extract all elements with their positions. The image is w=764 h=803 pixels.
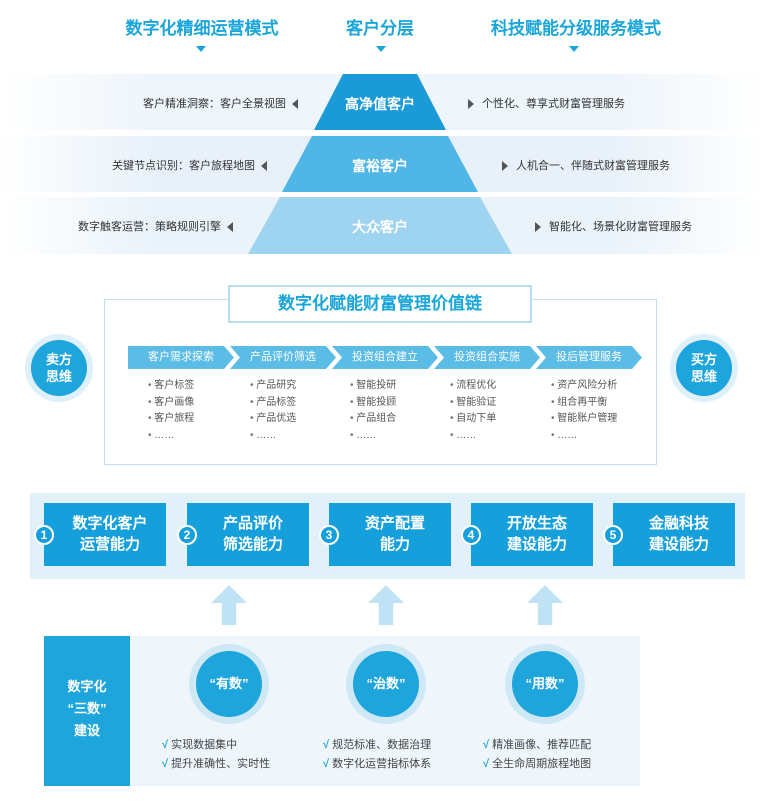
tier-left-note: 关键节点识别：客户旅程地图 bbox=[112, 157, 267, 173]
header-arrow-icon bbox=[376, 46, 386, 52]
up-arrow-icon bbox=[368, 585, 404, 625]
tier-right-text: 智能化、场景化财富管理服务 bbox=[549, 221, 692, 233]
pointer-right-icon bbox=[468, 99, 474, 110]
tier-label-affluent: 富裕客户 bbox=[352, 158, 408, 174]
stage-product-screening: 产品评价筛选 bbox=[230, 346, 336, 369]
tier-right-note: 智能化、场景化财富管理服务 bbox=[535, 218, 692, 234]
pointer-left-icon bbox=[227, 222, 233, 233]
capability-product-screening: 产品评价 筛选能力 bbox=[187, 503, 309, 566]
tier-right-text: 人机合一、伴随式财富管理服务 bbox=[516, 160, 670, 172]
list-item: …… bbox=[551, 428, 617, 445]
list-item: 产品标签 bbox=[250, 395, 296, 412]
value-chain-title: 数字化赋能财富管理价值链 bbox=[228, 285, 532, 323]
list-item: 智能投研 bbox=[350, 378, 396, 395]
stage-customer-needs: 客户需求探索 bbox=[128, 346, 234, 369]
stage-items-list: 客户标签 客户画像 客户旅程 …… bbox=[148, 378, 194, 444]
list-item: …… bbox=[250, 428, 296, 445]
list-item: 智能账户管理 bbox=[551, 411, 617, 428]
list-item: 智能验证 bbox=[450, 395, 496, 412]
capability-open-ecosystem: 开放生态 建设能力 bbox=[471, 503, 593, 566]
seller-thinking-badge: 卖方 思维 bbox=[31, 340, 87, 396]
stage-items-list: 资产风险分析 组合再平衡 智能账户管理 …… bbox=[551, 378, 617, 444]
list-item: 实现数据集中 bbox=[162, 736, 270, 755]
list-item: 客户标签 bbox=[148, 378, 194, 395]
list-item: 全生命周期旅程地图 bbox=[483, 755, 591, 774]
capability-fintech: 金融科技 建设能力 bbox=[613, 503, 735, 566]
list-item: 流程优化 bbox=[450, 378, 496, 395]
tier-right-note: 个性化、尊享式财富管理服务 bbox=[468, 95, 625, 111]
list-item: 资产风险分析 bbox=[551, 378, 617, 395]
capability-customer-operation: 数字化客户 运营能力 bbox=[44, 503, 166, 566]
capability-number-badge: 5 bbox=[603, 525, 623, 545]
up-arrow-icon bbox=[211, 585, 247, 625]
list-item: 提升准确性、实时性 bbox=[162, 755, 270, 774]
header-operation-mode: 数字化精细运营模式 bbox=[125, 19, 279, 38]
pillar-items-list: 规范标准、数据治理 数字化运营指标体系 bbox=[323, 736, 431, 774]
list-item: 产品优选 bbox=[250, 411, 296, 428]
list-item: 规范标准、数据治理 bbox=[323, 736, 431, 755]
stage-items-list: 流程优化 智能验证 自动下单 …… bbox=[450, 378, 496, 444]
tier-label-mass: 大众客户 bbox=[352, 219, 408, 235]
capability-asset-allocation: 资产配置 能力 bbox=[329, 503, 451, 566]
capability-number-badge: 2 bbox=[177, 525, 197, 545]
pointer-right-icon bbox=[535, 222, 541, 233]
pyramid-tier-middle bbox=[282, 136, 478, 192]
up-arrow-icon bbox=[527, 585, 563, 625]
list-item: 智能投顾 bbox=[350, 395, 396, 412]
list-item: 产品研究 bbox=[250, 378, 296, 395]
pillar-govern-data: “治数” bbox=[353, 651, 419, 717]
list-item: 精准画像、推荐匹配 bbox=[483, 736, 591, 755]
header-service-mode: 科技赋能分级服务模式 bbox=[491, 19, 661, 38]
list-item: 数字化运营指标体系 bbox=[323, 755, 431, 774]
stage-portfolio-build: 投资组合建立 bbox=[332, 346, 438, 369]
tier-left-text: 客户精准洞察：客户全景视图 bbox=[143, 98, 286, 110]
header-arrow-icon bbox=[196, 46, 206, 52]
list-item: 组合再平衡 bbox=[551, 395, 617, 412]
list-item: 自动下单 bbox=[450, 411, 496, 428]
three-data-title: 数字化 “三数” 建设 bbox=[44, 636, 130, 786]
tier-left-text: 数字触客运营：策略规则引擎 bbox=[78, 221, 221, 233]
list-item: …… bbox=[450, 428, 496, 445]
stage-post-investment: 投后管理服务 bbox=[536, 346, 642, 369]
stage-items-list: 智能投研 智能投顾 产品组合 …… bbox=[350, 378, 396, 444]
stage-portfolio-execution: 投资组合实施 bbox=[434, 346, 540, 369]
customer-pyramid bbox=[248, 74, 512, 254]
pillar-items-list: 实现数据集中 提升准确性、实时性 bbox=[162, 736, 270, 774]
pillar-items-list: 精准画像、推荐匹配 全生命周期旅程地图 bbox=[483, 736, 591, 774]
pointer-left-icon bbox=[261, 161, 267, 172]
capability-number-badge: 3 bbox=[319, 525, 339, 545]
tier-right-text: 个性化、尊享式财富管理服务 bbox=[482, 98, 625, 110]
list-item: 客户画像 bbox=[148, 395, 194, 412]
tier-left-note: 数字触客运营：策略规则引擎 bbox=[78, 218, 233, 234]
capability-number-badge: 4 bbox=[461, 525, 481, 545]
list-item: …… bbox=[148, 428, 194, 445]
capability-number-badge: 1 bbox=[34, 525, 54, 545]
buyer-thinking-badge: 买方 思维 bbox=[676, 340, 732, 396]
pyramid-tier-top bbox=[314, 74, 446, 130]
header-arrow-icon bbox=[569, 46, 579, 52]
tier-right-note: 人机合一、伴随式财富管理服务 bbox=[502, 157, 670, 173]
tier-left-note: 客户精准洞察：客户全景视图 bbox=[143, 95, 298, 111]
list-item: …… bbox=[350, 428, 396, 445]
stage-items-list: 产品研究 产品标签 产品优选 …… bbox=[250, 378, 296, 444]
pyramid-tier-bottom bbox=[248, 197, 512, 254]
tier-label-high-net-worth: 高净值客户 bbox=[345, 96, 415, 112]
pillar-have-data: “有数” bbox=[196, 651, 262, 717]
header-customer-tiers: 客户分层 bbox=[346, 19, 414, 38]
list-item: 客户旅程 bbox=[148, 411, 194, 428]
list-item: 产品组合 bbox=[350, 411, 396, 428]
pointer-right-icon bbox=[502, 161, 508, 172]
pointer-left-icon bbox=[292, 99, 298, 110]
pillar-use-data: “用数” bbox=[512, 651, 578, 717]
tier-left-text: 关键节点识别：客户旅程地图 bbox=[112, 160, 255, 172]
